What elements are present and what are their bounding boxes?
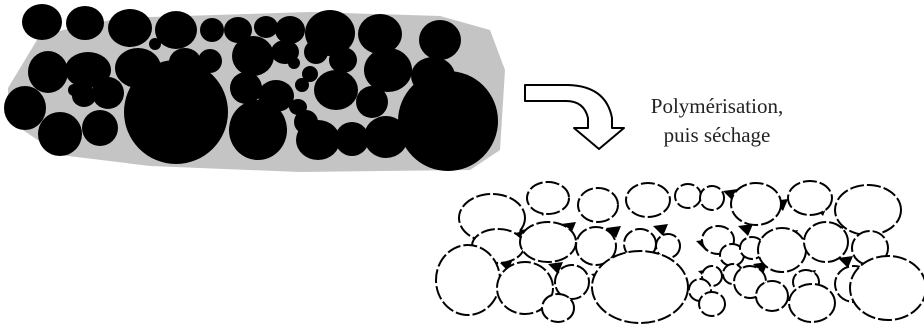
- packed-particle: [230, 72, 262, 104]
- packed-particle: [254, 16, 278, 38]
- dried-particles: [436, 181, 924, 323]
- hollow-particle: [542, 294, 574, 322]
- packed-particle: [4, 86, 46, 130]
- packed-particle: [364, 48, 412, 92]
- hollow-particle: [804, 222, 848, 262]
- process-caption: Polymérisation, puis séchage: [612, 92, 822, 150]
- packed-particle: [356, 86, 388, 118]
- hollow-particle: [578, 188, 618, 222]
- packed-particle: [92, 77, 124, 109]
- packed-particle: [419, 20, 461, 60]
- hollow-particle: [592, 251, 688, 323]
- hollow-particle: [758, 228, 806, 272]
- packed-particle: [335, 122, 369, 156]
- packed-particle: [38, 112, 82, 156]
- packed-particle: [329, 47, 357, 73]
- packed-particle: [275, 16, 305, 44]
- packed-particle: [68, 84, 80, 96]
- packed-particle: [82, 110, 118, 146]
- binder-residue: [738, 224, 753, 236]
- packed-particle: [295, 78, 309, 92]
- hollow-particle: [699, 292, 725, 316]
- packed-particles: [4, 4, 498, 171]
- hollow-particle: [436, 245, 500, 315]
- hollow-particle: [789, 284, 835, 322]
- hollow-particle: [731, 183, 781, 225]
- hollow-particle: [527, 182, 569, 214]
- hollow-particle: [756, 281, 788, 311]
- hollow-particle: [700, 186, 724, 210]
- packed-particle: [304, 40, 328, 64]
- hollow-particle: [520, 222, 576, 262]
- hollow-particle: [788, 181, 832, 215]
- packed-particle: [364, 116, 408, 158]
- process-arrow: [525, 85, 624, 149]
- packed-particle: [358, 14, 402, 54]
- packed-particle: [22, 4, 62, 40]
- packed-particle: [108, 9, 152, 47]
- packed-particle: [66, 6, 104, 40]
- hollow-particle: [850, 256, 924, 320]
- packed-particle: [229, 100, 287, 160]
- hollow-particle: [675, 184, 701, 208]
- packed-particle: [296, 120, 340, 160]
- packed-particle: [398, 71, 498, 171]
- packed-particle: [28, 51, 68, 93]
- hollow-particle: [835, 185, 901, 235]
- packed-particle: [232, 36, 274, 76]
- packed-particle: [289, 99, 307, 115]
- packed-particle: [314, 70, 358, 110]
- packed-particle: [155, 11, 197, 49]
- caption-line-1: Polymérisation,: [612, 92, 822, 121]
- hollow-particle: [626, 183, 670, 217]
- packed-particle: [200, 18, 224, 42]
- packed-particle: [149, 38, 161, 50]
- packed-particle: [288, 57, 300, 69]
- packed-particle: [124, 60, 228, 164]
- caption-line-2: puis séchage: [612, 121, 822, 150]
